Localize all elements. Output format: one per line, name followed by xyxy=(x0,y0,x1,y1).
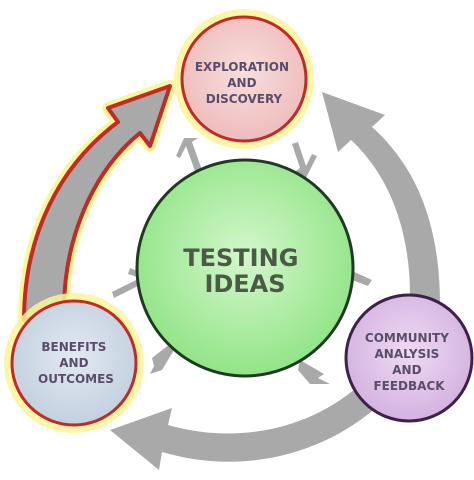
svg-text:EXPLORATION AND DI: EXPLORATION AND DISCOVERY xyxy=(195,60,293,106)
svg-text:BENEFITS AND OUTCO: BENEFITS AND OUTCOMES xyxy=(38,340,114,386)
exploration-label-line-1: EXPLORATION xyxy=(195,60,289,74)
benefits-label-line-1: BENEFITS xyxy=(41,340,106,354)
center-label-line-1: TESTING xyxy=(183,244,298,272)
exploration-node: EXPLORATION AND DISCOVERY xyxy=(174,9,314,149)
community-label-line-1: COMMUNITY xyxy=(365,331,449,345)
exploration-label-line-2: AND xyxy=(227,76,256,90)
community-node: COMMUNITY ANALYSIS AND FEEDBACK xyxy=(344,293,474,423)
cycle-arrows xyxy=(18,80,440,470)
center-label-line-2: IDEAS xyxy=(204,270,285,298)
benefits-label-line-3: OUTCOMES xyxy=(38,372,114,386)
red-arrow-left-arc-body xyxy=(22,84,172,322)
inner-arrow-top-left xyxy=(176,138,202,174)
gray-arrow-bottom-arc xyxy=(110,375,394,470)
benefits-node: BENEFITS AND OUTCOMES xyxy=(4,293,144,433)
center-node: TESTING IDEAS xyxy=(135,158,355,378)
community-label-line-3: AND xyxy=(392,363,421,377)
inner-arrow-left-lower xyxy=(150,344,174,374)
community-label-line-2: ANALYSIS xyxy=(374,347,439,361)
gray-arrow-right-arc xyxy=(322,92,440,305)
benefits-label-line-2: AND xyxy=(59,356,88,370)
inner-arrow-right-lower xyxy=(298,360,330,384)
exploration-label-line-3: DISCOVERY xyxy=(206,92,283,106)
inner-arrow-top-right xyxy=(292,142,317,178)
community-label-line-4: FEEDBACK xyxy=(373,379,445,393)
svg-text:TESTING IDEAS: TESTING IDEAS xyxy=(183,244,307,298)
svg-text:COMMUNITY ANALYSIS: COMMUNITY ANALYSIS AND FEEDBACK xyxy=(365,331,453,393)
